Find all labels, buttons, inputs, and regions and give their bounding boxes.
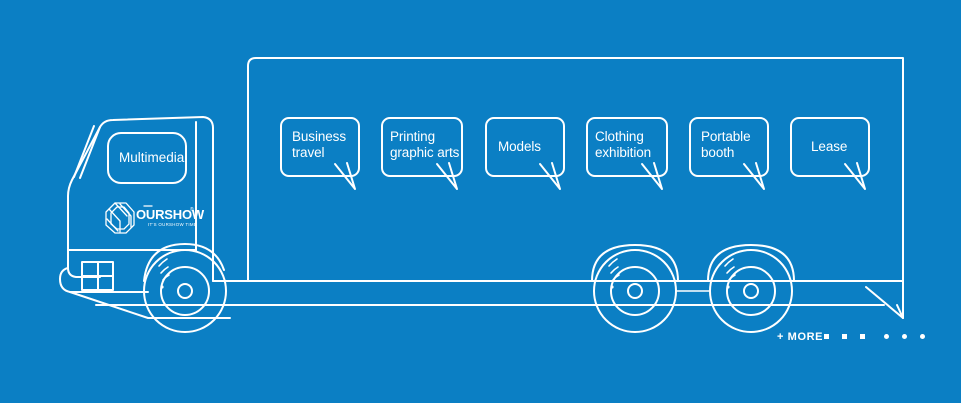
logo-registered-mark: ®	[190, 207, 194, 213]
ourshow-logo-text: OURSHOW	[136, 207, 204, 222]
bubble-shape-business-travel[interactable]	[280, 117, 360, 190]
logo-our: OUR	[136, 207, 165, 222]
cab-window	[107, 132, 187, 184]
logo-show: SHOW	[164, 207, 204, 222]
cargo-box	[212, 57, 904, 282]
rear-wheel-2	[709, 249, 793, 333]
pager-dot-round-2[interactable]	[902, 334, 907, 339]
bubble-shape-clothing-exhibition[interactable]	[586, 117, 668, 190]
logo-tagline: IT'S OURSHOW TIME	[148, 222, 198, 227]
bubble-shape-portable-booth[interactable]	[689, 117, 769, 190]
chassis-frame	[95, 280, 904, 319]
pager-dot-square-1[interactable]	[824, 334, 829, 339]
pager-dot-square-3[interactable]	[860, 334, 865, 339]
rear-wheel-arches	[591, 244, 795, 282]
pager-dot-square-2[interactable]	[842, 334, 847, 339]
truck-cab	[59, 116, 231, 319]
bubble-shape-lease[interactable]	[790, 117, 870, 190]
rear-wheel-1	[593, 249, 677, 333]
bubble-shape-printing-graphic-arts[interactable]	[381, 117, 463, 190]
ourshow-logo-mark	[105, 202, 153, 234]
pager-dot-round-3[interactable]	[920, 334, 925, 339]
pager-dot-round-1[interactable]	[884, 334, 889, 339]
bubble-shape-models[interactable]	[485, 117, 565, 190]
